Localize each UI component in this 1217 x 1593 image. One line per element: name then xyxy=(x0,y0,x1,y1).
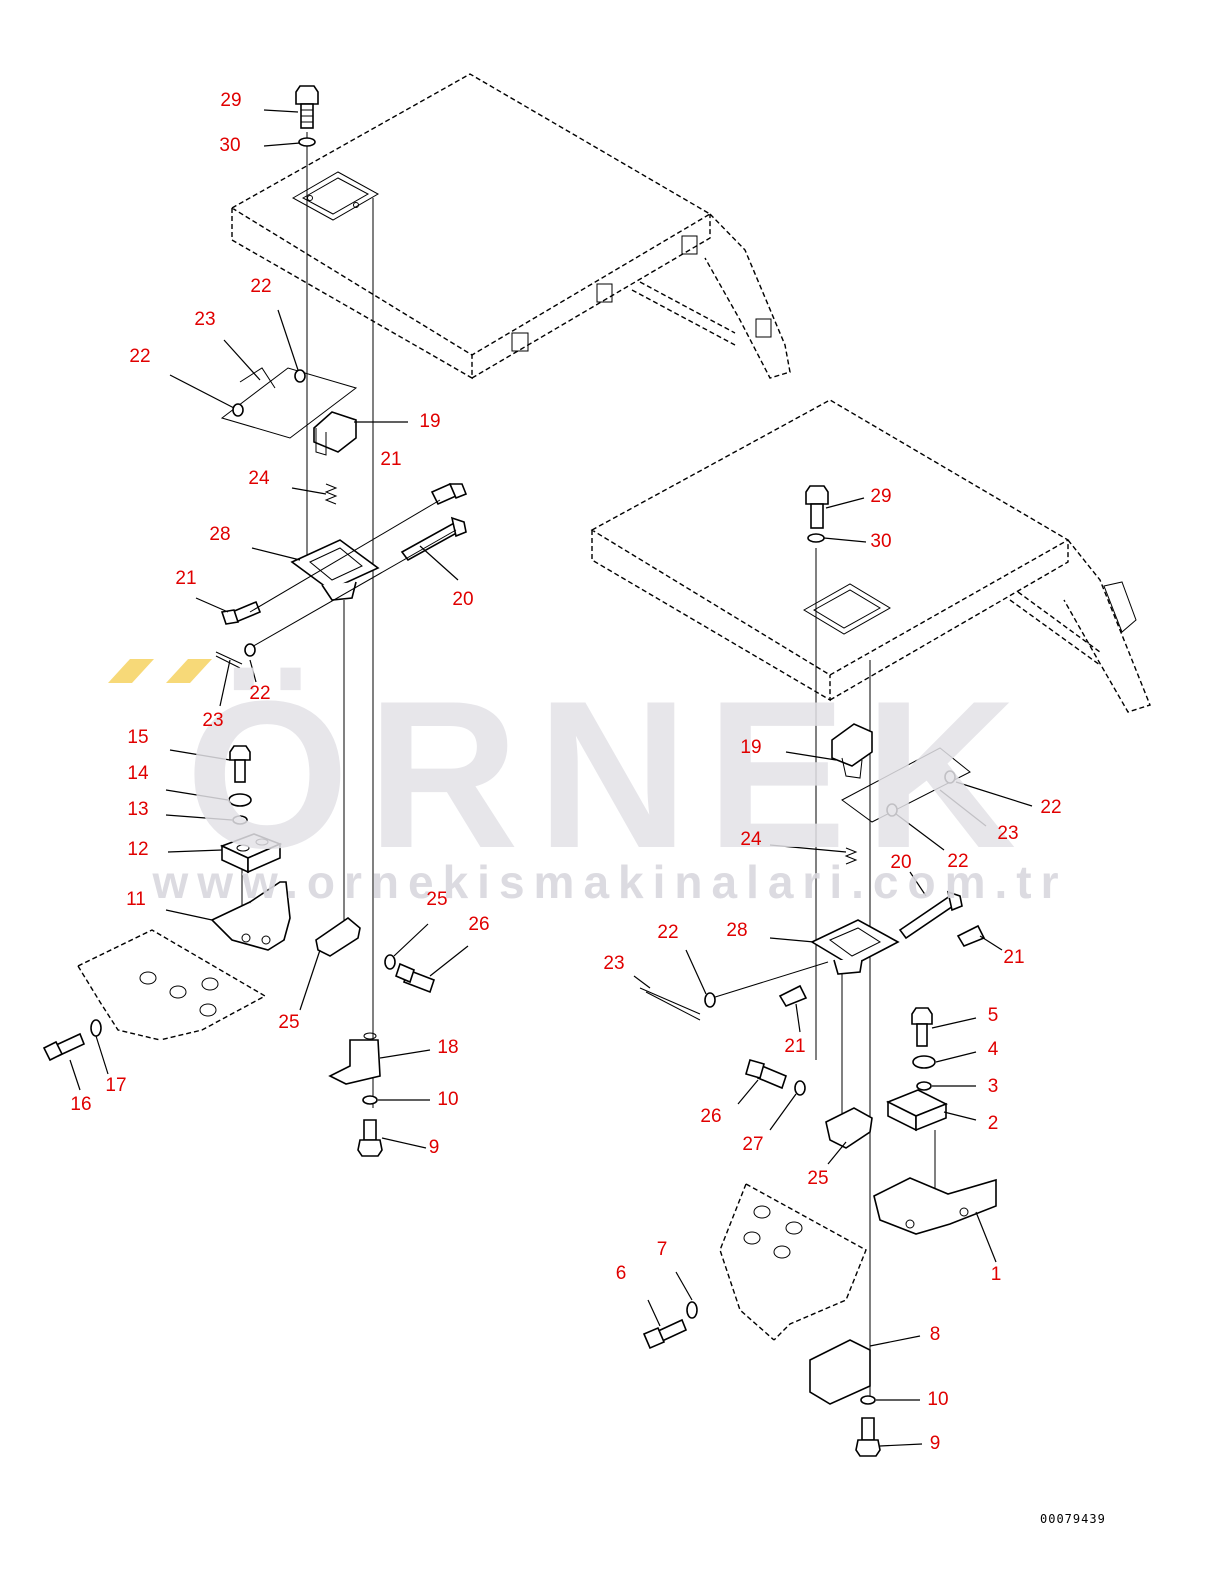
callout-right-23a: 23 xyxy=(997,823,1019,844)
callout-left-10: 10 xyxy=(437,1089,459,1110)
callout-left-22c: 22 xyxy=(249,683,271,704)
callout-right-30: 30 xyxy=(870,531,892,552)
callout-left-15: 15 xyxy=(127,727,149,748)
callout-right-22b: 22 xyxy=(947,851,969,872)
callout-left-28: 28 xyxy=(209,524,231,545)
callout-left-21b: 21 xyxy=(175,568,197,589)
left-cover-18 xyxy=(328,1032,381,1085)
callout-right-19: 19 xyxy=(740,737,762,758)
callout-left-30: 30 xyxy=(219,135,241,156)
callout-left-23b: 23 xyxy=(202,710,224,731)
left-bracket-28 xyxy=(290,539,380,601)
callout-right-23b: 23 xyxy=(603,953,625,974)
callout-right-5: 5 xyxy=(987,1005,999,1026)
left-washer-30 xyxy=(298,137,316,147)
callout-right-22c: 22 xyxy=(657,922,679,943)
drawing-code: 00079439 xyxy=(1040,1512,1106,1526)
left-washer-13 xyxy=(232,815,248,825)
callout-left-24: 24 xyxy=(248,468,270,489)
callout-right-22a: 22 xyxy=(1040,797,1062,818)
callout-right-24: 24 xyxy=(740,829,762,850)
callout-left-13: 13 xyxy=(127,799,149,820)
leader-lines xyxy=(69,109,1033,1447)
watermark-url: www.ornekismakinalari.com.tr xyxy=(152,856,1068,908)
left-step-plate xyxy=(77,929,267,1041)
left-floor-plate xyxy=(230,73,791,380)
watermark-brand: ÖRNEK xyxy=(185,657,1035,892)
callout-left-23a: 23 xyxy=(194,309,216,330)
left-bolt-15 xyxy=(229,745,251,783)
callout-left-25a: 25 xyxy=(426,889,448,910)
callout-right-20: 20 xyxy=(890,852,912,873)
callout-right-4: 4 xyxy=(987,1039,999,1060)
callout-left-12: 12 xyxy=(127,839,149,860)
callout-right-26: 26 xyxy=(700,1106,722,1127)
callout-right-10: 10 xyxy=(927,1389,949,1410)
left-latch-19 xyxy=(313,411,357,456)
callout-right-8: 8 xyxy=(929,1324,941,1345)
callout-right-3: 3 xyxy=(987,1076,999,1097)
callout-left-14: 14 xyxy=(127,763,149,784)
callout-left-18: 18 xyxy=(437,1037,459,1058)
left-washer-14 xyxy=(228,793,252,807)
callout-right-21a: 21 xyxy=(1003,947,1025,968)
callout-right-21b: 21 xyxy=(784,1036,806,1057)
callout-left-29: 29 xyxy=(220,90,242,111)
right-floor-plate xyxy=(590,399,1151,713)
callout-left-22a: 22 xyxy=(250,276,272,297)
callout-left-26: 26 xyxy=(468,914,490,935)
callout-left-11: 11 xyxy=(126,889,146,910)
callout-left-25b: 25 xyxy=(278,1012,300,1033)
callout-right-29: 29 xyxy=(870,486,892,507)
callout-right-28: 28 xyxy=(726,920,748,941)
left-bracket-11 xyxy=(210,881,291,951)
left-block-12 xyxy=(219,833,283,874)
callout-left-17: 17 xyxy=(105,1075,127,1096)
callout-left-20: 20 xyxy=(452,589,474,610)
callout-right-6: 6 xyxy=(615,1263,627,1284)
watermark-accent xyxy=(108,659,212,683)
callout-right-2: 2 xyxy=(987,1113,999,1134)
callout-right-7: 7 xyxy=(656,1239,668,1260)
callout-right-27: 27 xyxy=(742,1134,764,1155)
callout-left-21a: 21 xyxy=(380,449,402,470)
callout-right-9: 9 xyxy=(929,1433,941,1454)
callout-right-1: 1 xyxy=(990,1264,1002,1285)
left-bolt-29 xyxy=(295,85,319,129)
callout-left-19: 19 xyxy=(419,411,441,432)
callout-left-9: 9 xyxy=(428,1137,440,1158)
callout-left-16: 16 xyxy=(70,1094,92,1115)
callout-left-22b: 22 xyxy=(129,346,151,367)
callout-right-25: 25 xyxy=(807,1168,829,1189)
